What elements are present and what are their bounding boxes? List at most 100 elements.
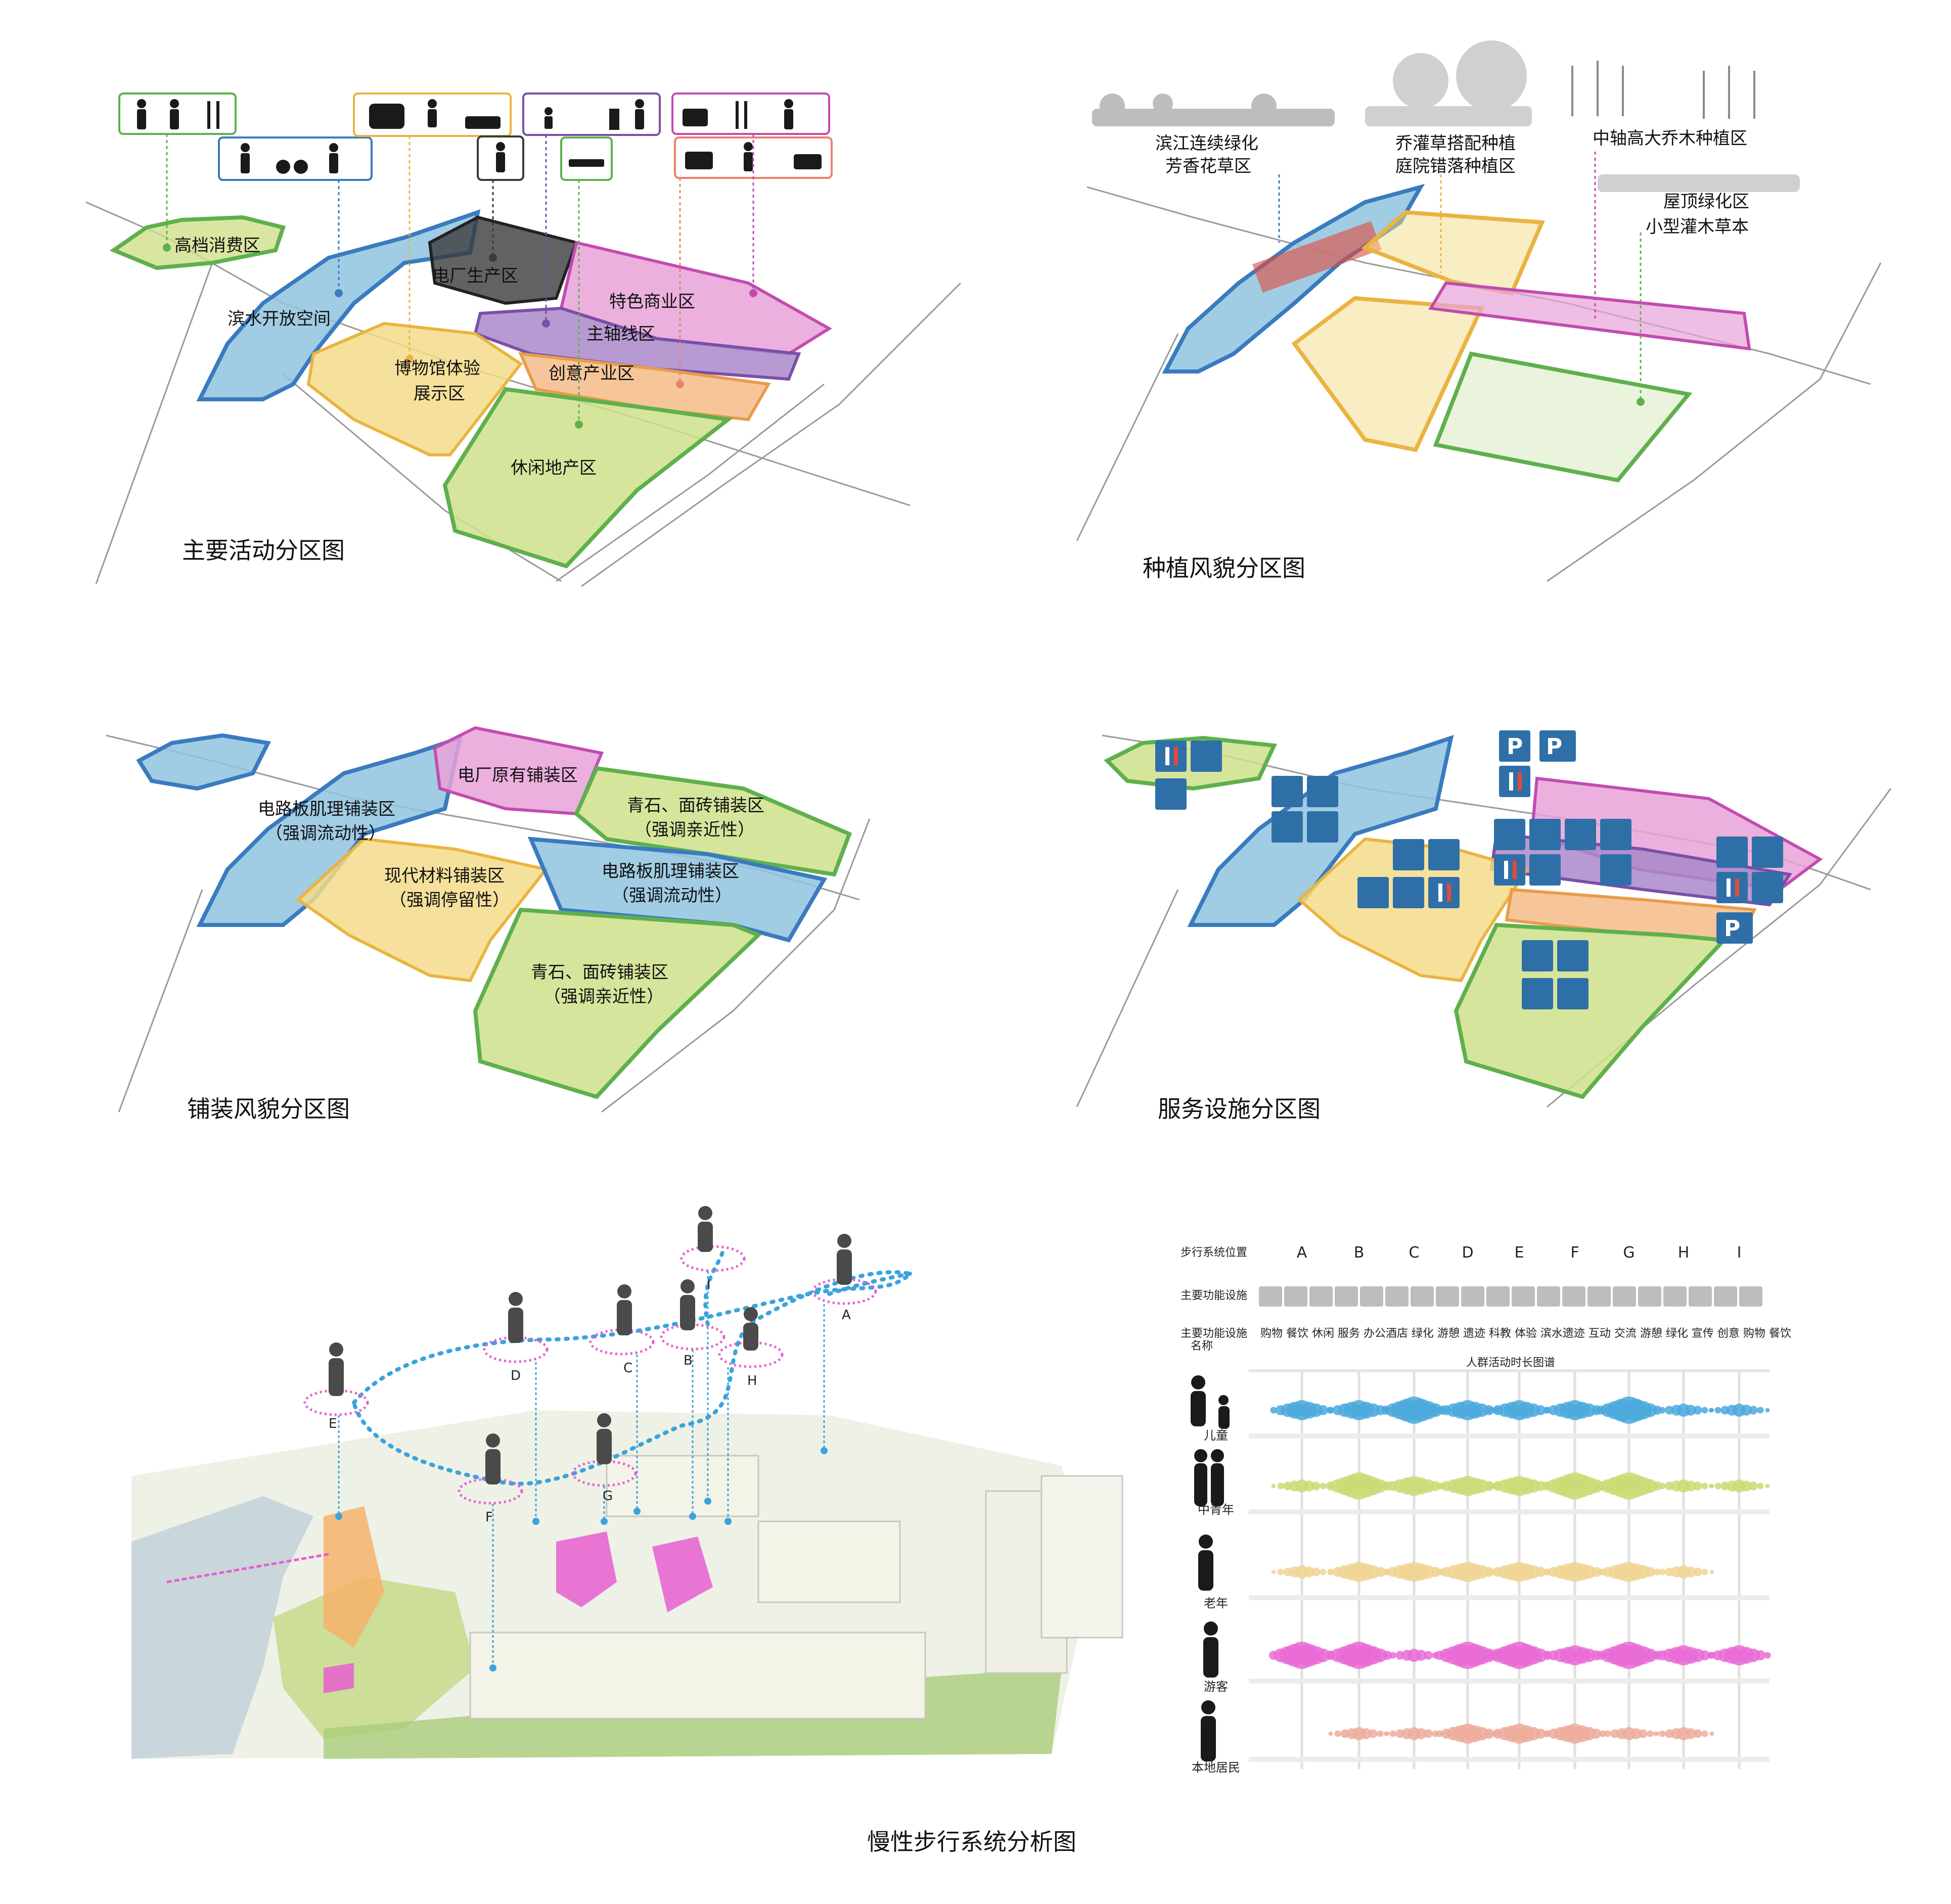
duration-bubble	[1647, 1730, 1654, 1737]
duration-bubble	[1436, 1730, 1443, 1737]
duration-bubble	[1316, 1648, 1330, 1662]
duration-bubble	[1639, 1729, 1648, 1738]
duration-bubble	[1369, 1729, 1378, 1738]
point-label-c: C	[623, 1361, 632, 1376]
zone-wuding	[1433, 351, 1693, 483]
point-label-h: H	[747, 1373, 757, 1388]
toilet-icon	[1494, 854, 1525, 886]
duration-bubble	[1653, 1408, 1658, 1413]
duration-bubble	[1659, 1568, 1666, 1575]
duration-bubble	[1383, 1653, 1388, 1658]
walking-path-tail-2	[827, 1272, 912, 1296]
duration-bubble	[1652, 1652, 1659, 1659]
duration-bubble	[1543, 1730, 1550, 1737]
label-xiandai-2: （强调停留性）	[389, 890, 510, 910]
bike-parking-icon	[1716, 912, 1753, 944]
parking-letters: P P P	[1507, 734, 1740, 942]
row-label-facility-name-1: 主要功能设施	[1181, 1327, 1247, 1340]
trash-icon	[1529, 819, 1561, 850]
duration-bubble	[1714, 1482, 1721, 1490]
duration-bubble	[1598, 1731, 1603, 1736]
duration-bubble	[1303, 1566, 1314, 1577]
zone-qiaoguan-b	[1291, 296, 1485, 452]
column-label: I	[1737, 1244, 1742, 1262]
duration-bubble	[1270, 1407, 1277, 1414]
group-icon	[329, 143, 338, 173]
column-label: F	[1570, 1244, 1579, 1262]
duration-bubble	[1487, 1407, 1494, 1414]
label-wuding-2: 小型灌木草本	[1646, 217, 1749, 237]
row-band	[1249, 1595, 1769, 1600]
duration-bubble	[1328, 1731, 1333, 1736]
trash-icon	[1752, 872, 1783, 903]
duration-bubble	[1693, 1481, 1702, 1491]
label-wuding-1: 屋顶绿化区	[1663, 192, 1749, 212]
toilet-icon	[1499, 766, 1530, 797]
duration-bubble	[1487, 1482, 1494, 1490]
label-binjiang-1: 滨江连续绿化	[1155, 133, 1258, 154]
spectrum-title: 人群活动时长图谱	[1466, 1357, 1555, 1369]
wheelchair-icon	[1529, 854, 1561, 886]
label-gaodang: 高档消费区	[174, 236, 260, 256]
zone-qingshi-b	[473, 907, 762, 1099]
walker-g	[597, 1413, 612, 1464]
duration-bubble	[1701, 1407, 1708, 1414]
duration-bubble	[1755, 1650, 1765, 1660]
duration-bubble	[1373, 1648, 1387, 1662]
duration-bubble	[1303, 1480, 1314, 1492]
facility-names: 购物 餐饮 休闲 服务 办公酒店 绿化 游憩 遗迹 科教 体验 滨水遗迹 互动 …	[1260, 1327, 1791, 1340]
duration-bubble	[1389, 1652, 1396, 1659]
duration-bubble	[1318, 1405, 1328, 1415]
column-label: G	[1623, 1244, 1635, 1262]
trash-icon	[1272, 811, 1303, 843]
label-zhongzhou: 中轴高大乔木种植区	[1593, 128, 1747, 149]
duration-bubble	[1487, 1730, 1494, 1737]
label-qingshi-b-1: 青石、面砖铺装区	[531, 962, 668, 983]
icon-marks	[1165, 747, 1739, 902]
tree-sketch-4	[1598, 174, 1800, 192]
scene-tower-2	[1040, 1475, 1123, 1639]
scene-building-1	[469, 1632, 926, 1720]
resident-silhouette	[1201, 1700, 1216, 1761]
row-band	[1249, 1509, 1769, 1514]
column-label: H	[1678, 1244, 1690, 1262]
title-walking: 慢性步行系统分析图	[867, 1828, 1076, 1855]
duration-bubble	[1685, 1728, 1696, 1739]
duration-bubble	[1360, 1728, 1372, 1739]
lounge-icon-box	[560, 136, 613, 181]
duration-bubble	[1436, 1407, 1443, 1414]
family-icon	[1307, 776, 1338, 807]
duration-bubble	[1659, 1407, 1666, 1414]
label-dianlu-a-1: 电路板肌理铺装区	[258, 799, 395, 819]
fork-knife-icon	[736, 101, 747, 129]
label-qingshi-a-2: （强调亲近性）	[634, 820, 755, 840]
column-label: D	[1462, 1244, 1473, 1262]
zone-dianlu-b	[527, 837, 828, 943]
label-xiuxian: 休闲地产区	[511, 458, 597, 478]
label-bowuguan-1: 博物馆体验	[394, 358, 480, 379]
duration-bubble	[1707, 1652, 1714, 1659]
zone-chuangyi	[518, 352, 771, 422]
row-label-position: 步行系统位置	[1181, 1246, 1247, 1259]
walking-path-tail	[703, 1246, 725, 1326]
exhibit-icon-box	[522, 92, 661, 136]
duration-bubble	[1685, 1566, 1696, 1577]
duration-bubble	[1382, 1568, 1389, 1575]
column-label: E	[1515, 1244, 1524, 1262]
duration-bubble	[1311, 1481, 1321, 1491]
walker-a	[837, 1234, 852, 1285]
scene-pink-line	[166, 1553, 329, 1584]
phone-icon	[1191, 740, 1222, 772]
walker-i	[698, 1206, 713, 1252]
scene-pink-1	[556, 1531, 617, 1607]
duration-bubble	[1320, 1568, 1327, 1575]
child-silhouette	[1191, 1375, 1230, 1429]
row-label-facility-name-2: 名称	[1191, 1340, 1213, 1353]
jump-icon	[428, 99, 437, 127]
duration-bubble	[1653, 1731, 1658, 1736]
water-icon	[1716, 837, 1748, 868]
label-binshui: 滨水开放空间	[228, 309, 331, 329]
zone-bowuguan	[306, 321, 523, 456]
title-paving: 铺装风貌分区图	[187, 1095, 350, 1123]
